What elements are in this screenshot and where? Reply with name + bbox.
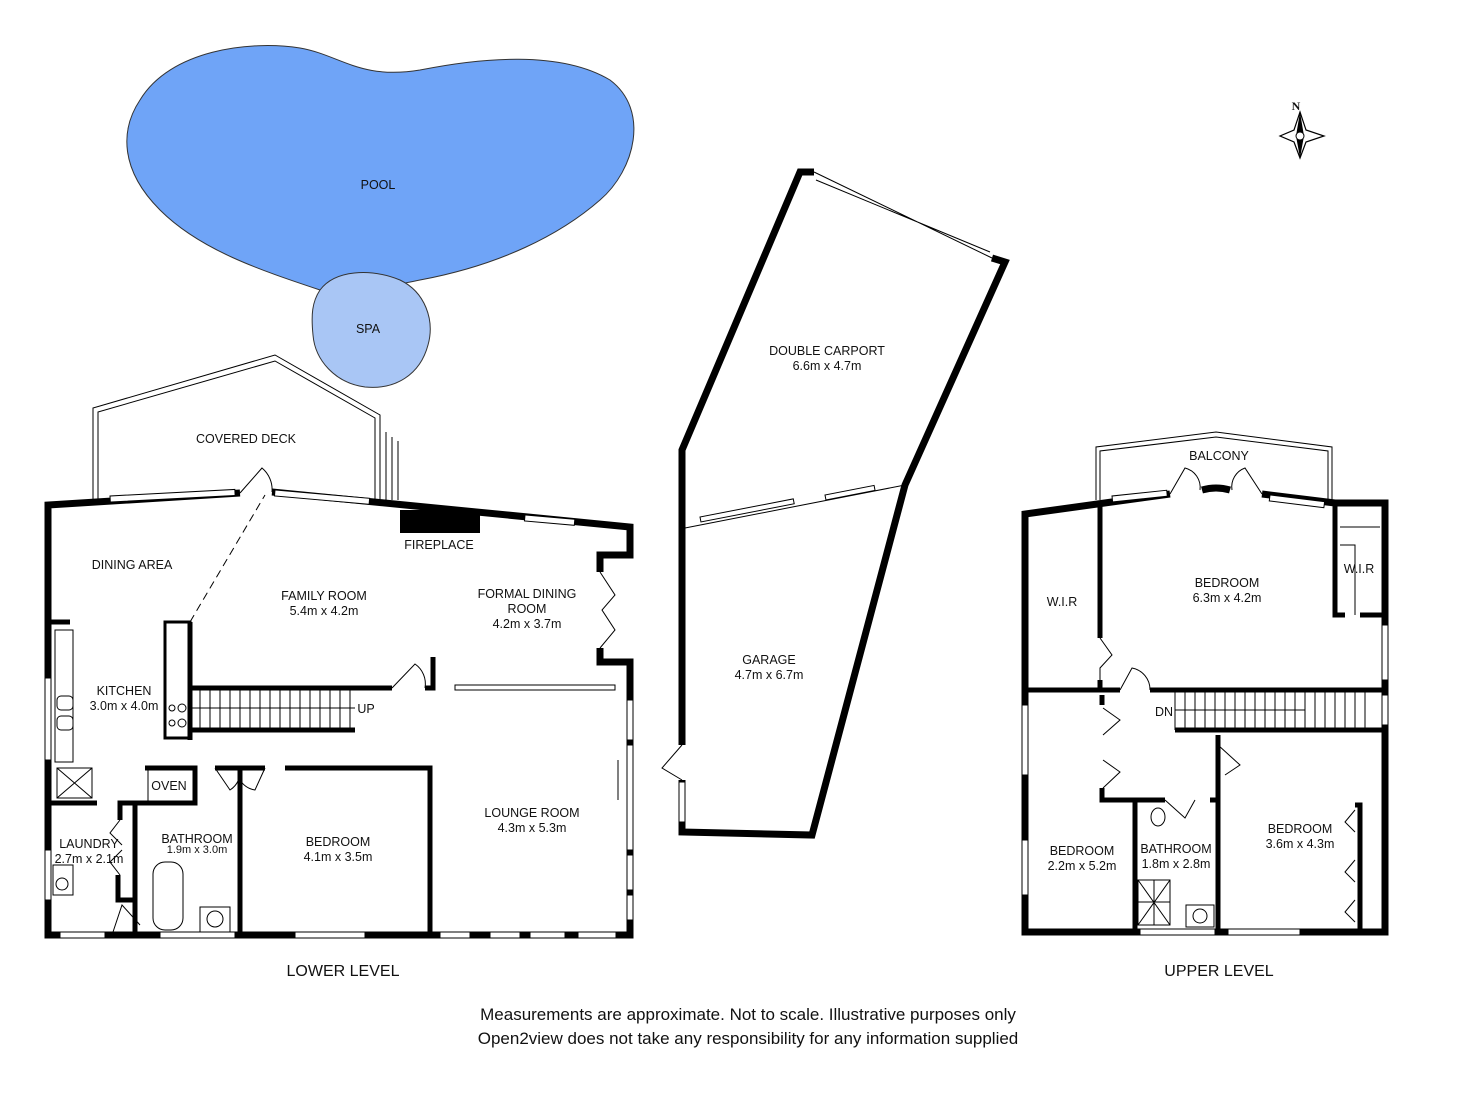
carport-size: 6.6m x 4.7m xyxy=(793,359,862,373)
bathroom-label: BATHROOM xyxy=(161,832,232,846)
lower-level-walls xyxy=(44,467,634,939)
stairs-up-label: UP xyxy=(357,702,374,716)
kitchen-size: 3.0m x 4.0m xyxy=(90,699,159,713)
covered-deck xyxy=(92,354,399,500)
lounge-room-label: LOUNGE ROOM xyxy=(484,806,579,820)
formal-dining-label: FORMAL DINING xyxy=(478,587,577,601)
lounge-room-size: 4.3m x 5.3m xyxy=(498,821,567,835)
formal-dining-size: 4.2m x 3.7m xyxy=(493,617,562,631)
formal-dining-label-2: ROOM xyxy=(508,602,547,616)
stairs-down-label: DN xyxy=(1155,705,1173,719)
pool-label: POOL xyxy=(361,178,396,192)
bedroom-size: 4.1m x 3.5m xyxy=(304,850,373,864)
garage-size: 4.7m x 6.7m xyxy=(735,668,804,682)
lower-level-title: LOWER LEVEL xyxy=(287,963,400,980)
balcony-label: BALCONY xyxy=(1189,449,1249,463)
spa-label: SPA xyxy=(356,322,381,336)
family-room-size: 5.4m x 4.2m xyxy=(290,604,359,618)
spa-shape xyxy=(311,272,431,388)
oven-label: OVEN xyxy=(151,779,186,793)
carport-label: DOUBLE CARPORT xyxy=(769,344,885,358)
upper-bathroom-label: BATHROOM xyxy=(1140,842,1211,856)
bedroom-label: BEDROOM xyxy=(306,835,371,849)
carport-garage-walls xyxy=(661,168,1010,839)
family-room-label: FAMILY ROOM xyxy=(281,589,367,603)
disclaimer-line-2: Open2view does not take any responsibili… xyxy=(478,1029,1019,1048)
disclaimer-line-1: Measurements are approximate. Not to sca… xyxy=(480,1005,1016,1024)
bedroom2-size: 2.2m x 5.2m xyxy=(1048,859,1117,873)
wir-right-label: W.I.R xyxy=(1344,562,1375,576)
covered-deck-label: COVERED DECK xyxy=(196,432,297,446)
bedroom3-label: BEDROOM xyxy=(1268,822,1333,836)
kitchen-label: KITCHEN xyxy=(97,684,152,698)
compass-north-label: N xyxy=(1292,99,1301,113)
wir-left-label: W.I.R xyxy=(1047,595,1078,609)
upper-level-walls xyxy=(1021,431,1389,936)
master-bedroom-label: BEDROOM xyxy=(1195,576,1260,590)
pool-shape xyxy=(126,45,635,295)
bedroom2-label: BEDROOM xyxy=(1050,844,1115,858)
upper-bathroom-size: 1.8m x 2.8m xyxy=(1142,857,1211,871)
laundry-label: LAUNDRY xyxy=(59,837,119,851)
bathroom-size: 1.9m x 3.0m xyxy=(167,844,228,856)
compass-icon xyxy=(1278,110,1326,160)
bedroom3-size: 3.6m x 4.3m xyxy=(1266,837,1335,851)
dining-area-label: DINING AREA xyxy=(92,558,173,572)
upper-level-title: UPPER LEVEL xyxy=(1164,963,1273,980)
master-bedroom-size: 6.3m x 4.2m xyxy=(1193,591,1262,605)
garage-label: GARAGE xyxy=(742,653,796,667)
fireplace-label: FIREPLACE xyxy=(404,538,473,552)
laundry-size: 2.7m x 2.1m xyxy=(55,852,124,866)
